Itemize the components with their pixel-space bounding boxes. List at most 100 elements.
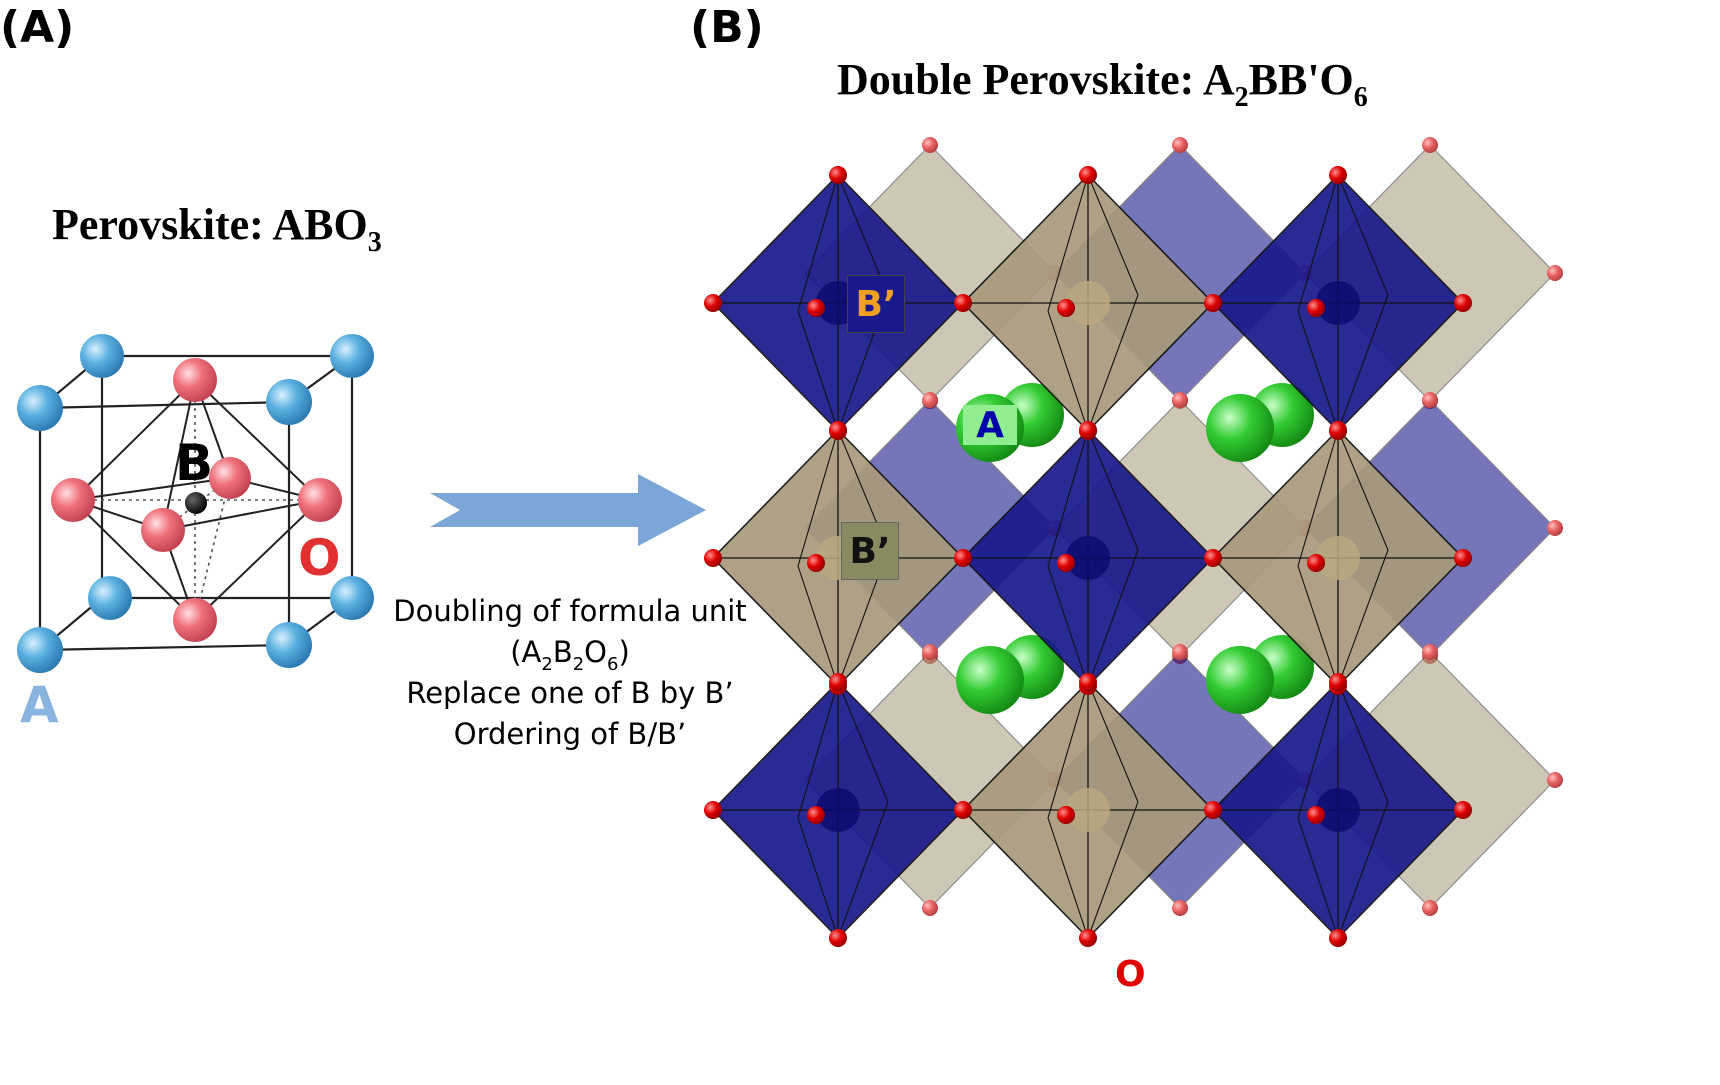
- a-site-atom: [1206, 646, 1274, 714]
- oxygen-atom: [1079, 929, 1097, 947]
- octahedron-edge: [1087, 174, 1139, 296]
- oxygen-atom: [704, 549, 722, 567]
- caption-formula-b: B: [552, 635, 573, 669]
- oxygen-atom: [829, 929, 847, 947]
- oxygen-atom: [1307, 554, 1325, 572]
- oxygen-atom: [807, 299, 825, 317]
- oxygen-atom: [954, 294, 972, 312]
- caption-formula-close: ): [618, 635, 630, 669]
- oxygen-atom-back: [922, 392, 938, 408]
- o-atom-right: [298, 478, 342, 522]
- oxygen-atom-back: [1172, 644, 1188, 660]
- octahedron-edge: [1297, 310, 1339, 432]
- oxygen-atom: [829, 421, 847, 439]
- octahedron-edge: [1337, 801, 1389, 939]
- oxygen-atom: [1329, 421, 1347, 439]
- oxygen-atom: [1329, 929, 1347, 947]
- octahedron-edge: [1297, 681, 1339, 819]
- double-perovskite-title-text: Double Perovskite: A: [837, 55, 1235, 104]
- b-atom: [185, 492, 207, 514]
- oxygen-atom: [1204, 294, 1222, 312]
- panel-b-label: (B): [690, 2, 764, 53]
- caption-formula-o: O: [584, 635, 607, 669]
- oxygen-atom: [1204, 801, 1222, 819]
- oxygen-atom: [1057, 299, 1075, 317]
- octahedron-edge: [1337, 294, 1389, 432]
- oxygen-atom: [1454, 549, 1472, 567]
- caption-line-2: (A2B2O6): [370, 632, 770, 675]
- oxygen-atom: [1329, 673, 1347, 691]
- a-site-atom: [1206, 394, 1274, 462]
- caption-line-4: Ordering of B/B’: [453, 717, 687, 751]
- a-atom-front-tr: [266, 379, 312, 425]
- oxygen-atom: [1329, 166, 1347, 184]
- octahedron-edge: [1047, 817, 1089, 939]
- b-prime-label-mid: B’: [841, 522, 899, 580]
- oxygen-atom: [1079, 166, 1097, 184]
- oxygen-atom: [704, 801, 722, 819]
- b-cation: [1316, 281, 1360, 325]
- caption-formula-sub1: 2: [541, 654, 553, 675]
- octahedron-edge: [1047, 174, 1089, 312]
- oxygen-atom: [1204, 549, 1222, 567]
- octahedron-edge: [1087, 549, 1139, 687]
- octahedron-edge: [797, 174, 839, 312]
- perovskite-title-text: Perovskite: ABO: [52, 200, 368, 249]
- double-perovskite-title-mid: BB'O: [1248, 55, 1354, 104]
- caption-formula-sub2: 2: [572, 654, 585, 675]
- oxygen-atom: [1079, 673, 1097, 691]
- octahedron-edge: [1337, 549, 1389, 687]
- octahedron-edge: [1297, 429, 1339, 567]
- oxygen-atom-back: [1422, 137, 1438, 153]
- oxygen-atom: [807, 554, 825, 572]
- oxygen-atom-back: [922, 900, 938, 916]
- oxygen-atom-back: [1547, 772, 1563, 788]
- octahedron-edge: [1047, 310, 1089, 432]
- a-site-label: A: [963, 405, 1017, 446]
- b-prime-cation: [1316, 536, 1360, 580]
- a-atom-back-br: [330, 576, 374, 620]
- double-perovskite-title: Double Perovskite: A2BB'O6: [837, 55, 1368, 112]
- octahedron-edge: [797, 565, 839, 687]
- o-atom-top: [173, 358, 217, 402]
- oxygen-atom-back: [1172, 137, 1188, 153]
- oxygen-atom: [829, 673, 847, 691]
- a-atom-back-tl: [80, 334, 124, 378]
- octahedron-edge: [797, 681, 839, 819]
- oxygen-atom: [1454, 801, 1472, 819]
- oxygen-atom: [1307, 299, 1325, 317]
- oxygen-atom: [954, 549, 972, 567]
- octahedron-edge: [1047, 565, 1089, 687]
- oxygen-atom: [807, 806, 825, 824]
- octahedron-edge: [1047, 429, 1089, 567]
- b-prime-cation: [1066, 281, 1110, 325]
- b-cation: [1066, 536, 1110, 580]
- b-cation: [816, 788, 860, 832]
- caption-formula-sub3: 6: [607, 654, 619, 675]
- oxygen-atom: [1307, 806, 1325, 824]
- oxygen-atom-back: [1547, 520, 1563, 536]
- double-perovskite-title-sub2: 6: [1353, 82, 1368, 113]
- b-cation: [1316, 788, 1360, 832]
- octahedron-edge: [1087, 801, 1139, 939]
- oxygen-atom: [704, 294, 722, 312]
- atom-o-label: O: [298, 529, 341, 587]
- oxygen-atom-back: [1422, 900, 1438, 916]
- octahedron-edge: [1297, 565, 1339, 687]
- oxygen-atom: [1079, 421, 1097, 439]
- atom-a-label: A: [20, 676, 59, 734]
- octahedron-edge: [837, 801, 889, 939]
- o-atom-bottom: [173, 598, 217, 642]
- oxygen-atom: [829, 166, 847, 184]
- b-prime-label-top: B’: [847, 275, 905, 333]
- a-atom-back-bl: [88, 576, 132, 620]
- double-perovskite-title-sub1: 2: [1234, 82, 1249, 113]
- oxygen-atom-back: [1172, 392, 1188, 408]
- octahedron-edge: [797, 429, 839, 567]
- transformation-caption: Doubling of formula unit (A2B2O6) Replac…: [370, 591, 770, 755]
- o-atom-left: [51, 478, 95, 522]
- octahedron-edge: [837, 681, 889, 803]
- octahedron-edge: [1087, 681, 1139, 803]
- caption-line-3: Replace one of B by B’: [406, 676, 734, 710]
